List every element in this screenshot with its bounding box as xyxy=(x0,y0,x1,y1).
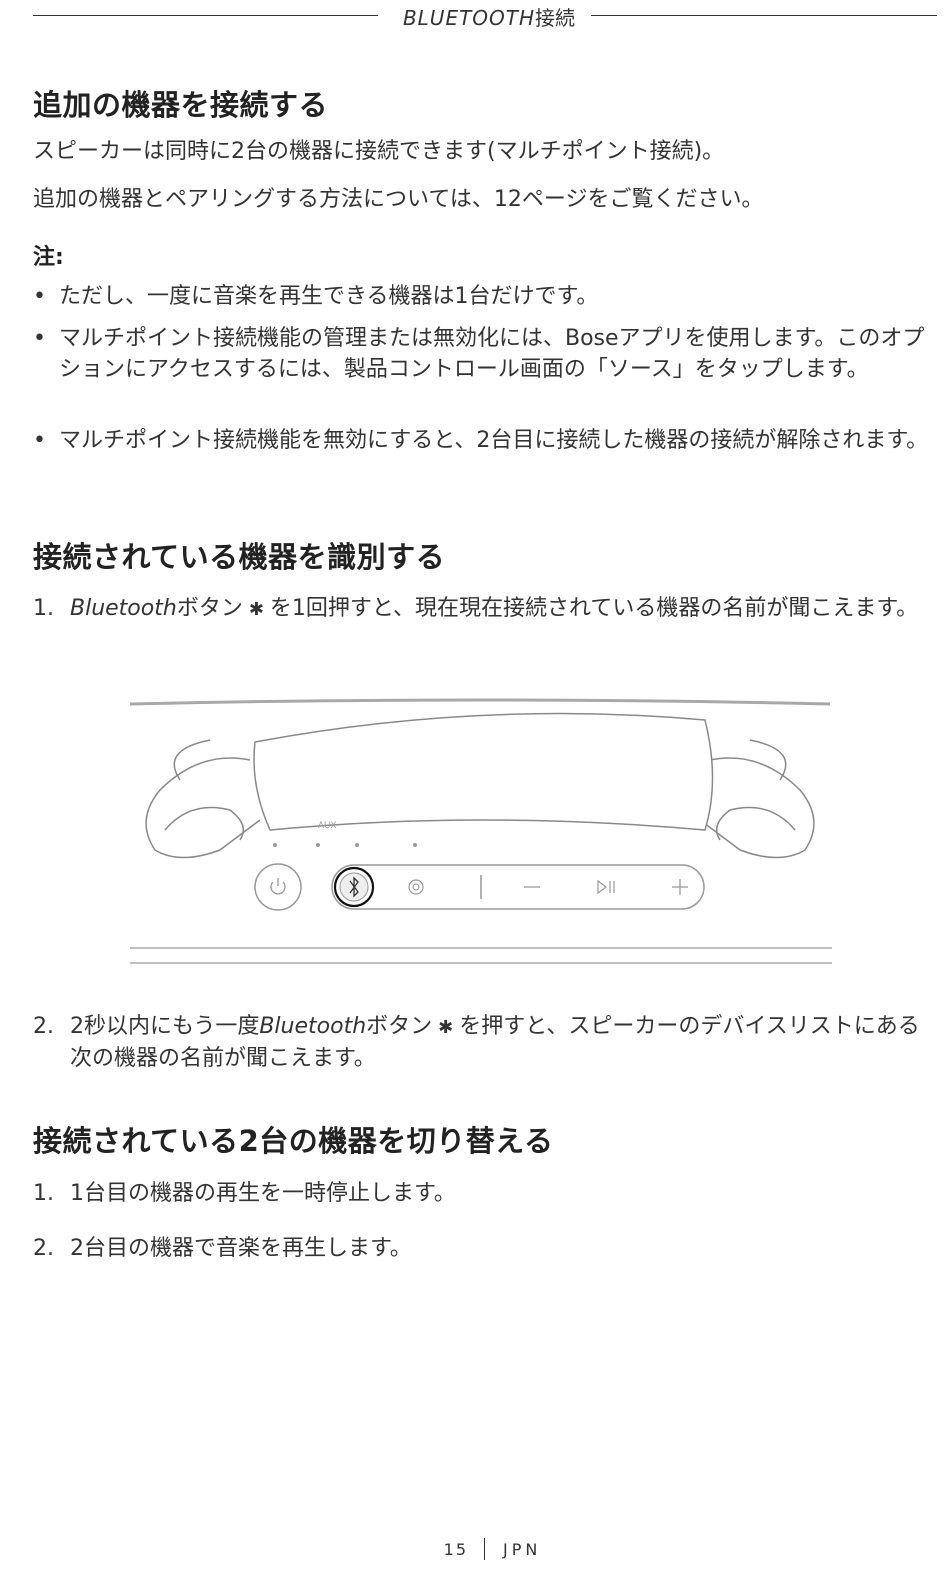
heading-switch: 接続されている2台の機器を切り替える xyxy=(33,1124,554,1158)
bluetooth-term: Bluetooth xyxy=(259,1014,367,1039)
aux-label: AUX xyxy=(318,820,337,830)
section-heading-add-device: 追加の機器を接続する xyxy=(33,82,938,124)
source-icon xyxy=(408,879,424,895)
heading-add-device: 追加の機器を接続する xyxy=(33,88,329,122)
bluetooth-icon xyxy=(349,876,359,898)
step-number: 2. xyxy=(33,1014,54,1039)
list-item: • マルチポイント接続機能を無効にすると、2台目に接続した機器の接続が解除されま… xyxy=(33,425,938,456)
step-text: 2秒以内にもう一度Bluetoothボタン✱を押すと、スピーカーのデバイスリスト… xyxy=(70,1011,938,1074)
heading-identify: 接続されている機器を識別する xyxy=(33,540,446,574)
handle-left-outer xyxy=(173,739,211,781)
step-number: 1. xyxy=(33,1181,54,1206)
step-text: 1台目の機器の再生を一時停止します。 xyxy=(70,1181,456,1206)
page-footer: 15 JPN xyxy=(0,1538,950,1562)
header-title-jp: 接続 xyxy=(535,6,576,30)
handle-right-inner xyxy=(715,806,796,841)
bullet-text: マルチポイント接続機能の管理または無効化には、Boseアプリを使用します。このオ… xyxy=(59,326,925,382)
step-text-part: ボタン xyxy=(176,596,243,621)
footer-divider xyxy=(484,1538,485,1560)
list-item: 2. 2台目の機器で音楽を再生します。 xyxy=(33,1233,938,1264)
control-bar xyxy=(331,864,705,910)
indicator-dot xyxy=(355,843,359,847)
bluetooth-term: Bluetooth xyxy=(70,596,177,621)
source-icon-inner xyxy=(412,883,420,891)
section-heading-switch: 接続されている2台の機器を切り替える xyxy=(33,1118,938,1160)
step-text-part: を1回押すと、現在現在接続されている機器の名前が聞こえます。 xyxy=(269,596,919,621)
step-text-part: を押すと、スピーカーのデバイスリストにある次の機器の名前が聞こえます。 xyxy=(70,1014,920,1071)
list-item: • ただし、一度に音楽を再生できる機器は1台だけです。 xyxy=(33,281,938,312)
indicator-dot xyxy=(413,843,417,847)
step-number: 2. xyxy=(33,1236,54,1261)
list-item: 2. 2秒以内にもう一度Bluetoothボタン✱を押すと、スピーカーのデバイス… xyxy=(33,1011,938,1074)
language-code: JPN xyxy=(503,1540,542,1559)
section-heading-identify: 接続されている機器を識別する xyxy=(33,534,938,576)
header-rule-left xyxy=(33,15,378,16)
handle-right-loop xyxy=(699,757,815,859)
page-header: BLUETOOTH接続 xyxy=(33,0,937,31)
handle-left-inner xyxy=(164,806,245,841)
power-button xyxy=(254,863,302,911)
note-label: 注: xyxy=(33,245,64,270)
speaker-illustration: AUX xyxy=(129,698,832,964)
play-pause-icon xyxy=(597,879,607,895)
speaker-body xyxy=(253,712,714,831)
bullet-marker: • xyxy=(33,284,46,309)
step-text: Bluetoothボタン✱を1回押すと、現在現在接続されている機器の名前が聞こえ… xyxy=(70,593,938,625)
header-title-latin: BLUETOOTH xyxy=(402,6,536,30)
bullet-marker: • xyxy=(33,428,46,453)
indicator-dot xyxy=(316,843,320,847)
bluetooth-icon: ✱ xyxy=(438,1017,454,1038)
bullet-text: マルチポイント接続機能を無効にすると、2台目に接続した機器の接続が解除されます。 xyxy=(59,428,929,453)
step-text: 2台目の機器で音楽を再生します。 xyxy=(70,1236,412,1261)
header-rule-right xyxy=(591,15,937,16)
paragraph-multipoint: スピーカーは同時に2台の機器に接続できます(マルチポイント接続)。 xyxy=(33,139,725,164)
handle-right-outer xyxy=(749,739,787,781)
bluetooth-icon: ✱ xyxy=(248,599,264,620)
list-item: 1. Bluetoothボタン✱を1回押すと、現在現在接続されている機器の名前が… xyxy=(33,593,938,625)
power-icon xyxy=(270,881,286,895)
list-item: 1. 1台目の機器の再生を一時停止します。 xyxy=(33,1178,938,1209)
list-item: • マルチポイント接続機能の管理または無効化には、Boseアプリを使用します。こ… xyxy=(33,323,938,385)
bullet-marker: • xyxy=(33,326,46,351)
indicator-dot xyxy=(273,843,277,847)
step-number: 1. xyxy=(33,596,54,621)
paragraph-pairing-ref: 追加の機器とペアリングする方法については、12ページをご覧ください。 xyxy=(33,187,764,212)
speaker-top-edge xyxy=(129,698,831,706)
header-title: BLUETOOTH接続 xyxy=(383,2,595,31)
step-text-part: 2秒以内にもう一度 xyxy=(70,1014,260,1039)
page-number: 15 xyxy=(443,1540,468,1559)
handle-left-loop xyxy=(145,757,261,859)
step-text-part: ボタン xyxy=(366,1014,433,1039)
bullet-text: ただし、一度に音楽を再生できる機器は1台だけです。 xyxy=(59,284,599,309)
